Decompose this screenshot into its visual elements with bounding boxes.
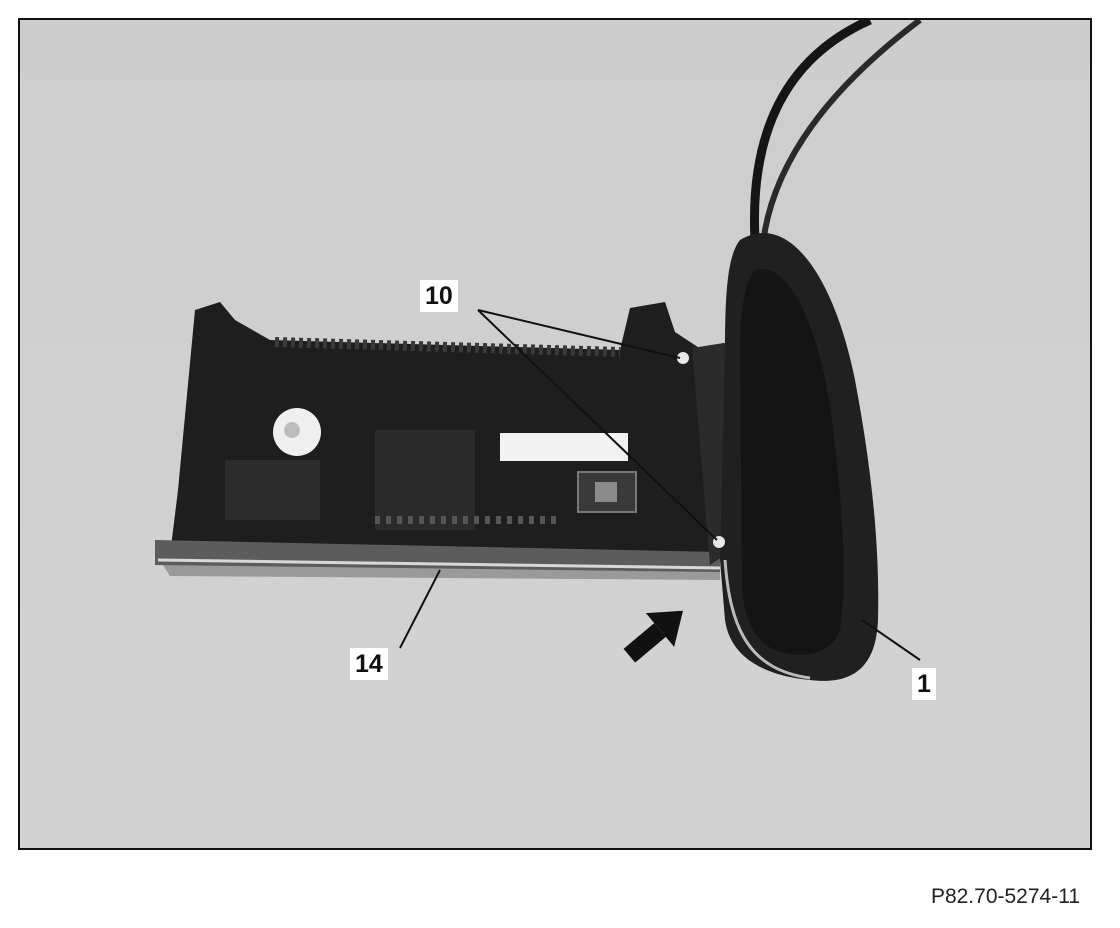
- leader-14: [399, 569, 441, 649]
- callout-14: 14: [350, 648, 388, 680]
- side-trim-edge: [723, 559, 811, 680]
- trim-strip-highlight: [157, 558, 721, 570]
- round-component-center: [284, 422, 300, 438]
- leader-10-a: [477, 309, 681, 359]
- figure-id: P82.70-5274-11: [930, 885, 1080, 908]
- leader-1: [861, 619, 921, 661]
- direction-arrow-icon: [623, 610, 683, 663]
- callout-10: 10: [420, 280, 458, 312]
- ribbed-edge: [274, 337, 621, 357]
- trim-strip: [155, 540, 720, 572]
- mounting-flange: [692, 342, 730, 565]
- side-trim-inner: [740, 269, 844, 655]
- circuit-area-middle: [375, 430, 475, 530]
- connector-socket: [595, 482, 617, 502]
- callout-1: 1: [912, 668, 936, 700]
- leader-10-b: [477, 309, 718, 541]
- component-photo: [20, 20, 1090, 848]
- photo-frame: 10 14 1: [18, 18, 1092, 850]
- screw-upper: [677, 352, 689, 364]
- circuit-area-left: [225, 460, 320, 520]
- label-sticker: [500, 433, 628, 461]
